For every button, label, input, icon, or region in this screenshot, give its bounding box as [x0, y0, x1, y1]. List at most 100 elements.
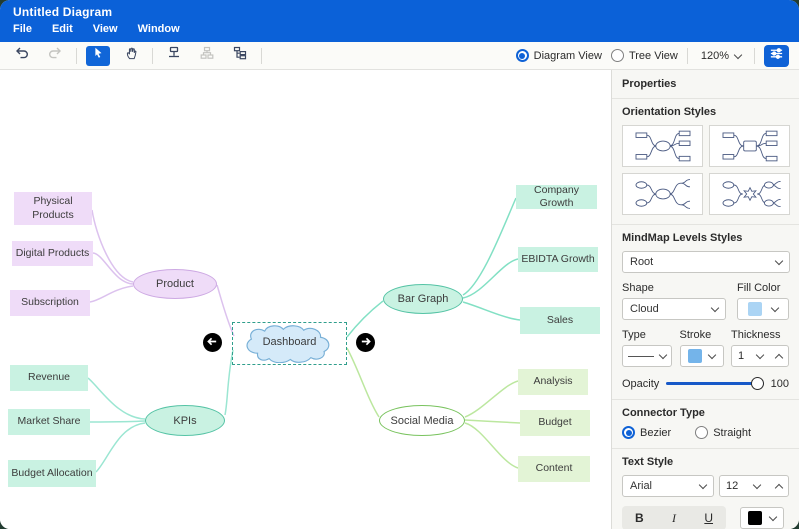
tree-view-label: Tree View: [628, 49, 678, 62]
arrow-left-icon: [207, 334, 218, 352]
topic-icon: [166, 45, 182, 66]
stroke-color-swatch: [687, 349, 702, 363]
cloud-shape[interactable]: [234, 324, 345, 363]
bezier-radio[interactable]: Bezier: [622, 426, 671, 439]
orientation-styles-title: Orientation Styles: [622, 106, 717, 118]
shape-value: Cloud: [630, 303, 659, 315]
thickness-value: 1: [738, 350, 745, 362]
orientation-style-2[interactable]: [709, 125, 790, 167]
add-right-node-button[interactable]: [356, 333, 375, 352]
fill-color-swatch: [748, 302, 762, 316]
zoom-dropdown[interactable]: 120%: [697, 48, 745, 64]
node-sales[interactable]: Sales: [520, 307, 600, 334]
orientation-style-4[interactable]: [709, 173, 790, 215]
toolbar-divider: [686, 47, 688, 64]
mindmap-levels-title: MindMap Levels Styles: [622, 232, 743, 244]
text-style-title: Text Style: [622, 456, 674, 468]
toolbar-divider: [754, 47, 755, 64]
slider-knob[interactable]: [750, 377, 764, 390]
chevron-up-icon: [774, 353, 784, 362]
font-family-select[interactable]: Arial: [622, 475, 714, 497]
undo-button[interactable]: [10, 46, 34, 66]
select-tool-button[interactable]: [86, 45, 110, 66]
settings-sliders-icon: [769, 46, 784, 66]
radio-unselected-icon: [610, 49, 624, 62]
arrow-right-icon: [360, 334, 371, 352]
radio-selected-icon: [622, 426, 635, 439]
node-budget-allocation[interactable]: Budget Allocation: [8, 460, 96, 487]
properties-panel-toggle-button[interactable]: [764, 44, 789, 67]
fill-color-picker[interactable]: [737, 298, 789, 320]
add-left-node-button[interactable]: [203, 333, 222, 352]
text-style-section: Text Style Arial 12 B I U: [612, 449, 799, 529]
chevron-down-icon: [733, 50, 743, 59]
node-product[interactable]: Product: [133, 269, 217, 299]
toolbar-divider: [261, 47, 262, 64]
redo-button[interactable]: [43, 46, 67, 66]
orientation-style-1[interactable]: [622, 125, 703, 167]
menu-bar: File Edit View Window: [0, 19, 799, 35]
toolbar-right-group: Diagram View Tree View 120%: [515, 44, 789, 67]
toolbar-divider: [152, 47, 153, 64]
orientation-style-grid: [622, 125, 790, 215]
level-select[interactable]: Root: [622, 251, 790, 273]
node-bar-graph[interactable]: Bar Graph: [383, 284, 463, 314]
hand-icon: [124, 46, 139, 66]
italic-button[interactable]: I: [672, 510, 676, 525]
node-content[interactable]: Content: [518, 456, 590, 482]
text-format-group: B I U: [622, 506, 726, 529]
node-physical-products[interactable]: Physical Products: [14, 192, 92, 225]
font-size-stepper[interactable]: 12: [719, 475, 789, 497]
bezier-label: Bezier: [640, 426, 672, 439]
orientation-styles-section: Orientation Styles: [612, 99, 799, 225]
thickness-stepper[interactable]: 1: [731, 345, 789, 367]
straight-radio[interactable]: Straight: [695, 426, 751, 439]
font-color-picker[interactable]: [740, 507, 784, 529]
title-bar: Untitled Diagram File Edit View Window: [0, 0, 799, 42]
shape-select[interactable]: Cloud: [622, 298, 726, 320]
opacity-value: 100: [770, 377, 789, 390]
node-social-media[interactable]: Social Media: [379, 405, 465, 436]
chevron-down-icon: [774, 256, 784, 266]
orientation-style-3[interactable]: [622, 173, 703, 215]
menu-view[interactable]: View: [92, 23, 118, 35]
org-chart-icon: [199, 45, 215, 66]
node-dashboard-label: Dashboard: [262, 336, 317, 348]
node-market-share[interactable]: Market Share: [8, 409, 90, 435]
properties-panel: Properties Orientation Styles: [611, 70, 799, 529]
node-company-growth[interactable]: Company Growth: [516, 184, 597, 209]
diagram-view-radio[interactable]: Diagram View: [515, 49, 602, 62]
node-budget[interactable]: Budget: [520, 410, 590, 436]
pan-tool-button[interactable]: [119, 46, 143, 66]
node-kpis[interactable]: KPIs: [145, 405, 225, 436]
connector-type-section: Connector Type Bezier Straight: [612, 400, 799, 449]
node-ebidta-growth[interactable]: EBIDTA Growth: [518, 247, 598, 272]
menu-window[interactable]: Window: [137, 23, 180, 35]
chevron-down-icon: [752, 480, 762, 490]
line-type-select[interactable]: [622, 345, 672, 367]
underline-button[interactable]: U: [704, 511, 714, 525]
fill-color-label: Fill Color: [737, 282, 781, 294]
node-subscription[interactable]: Subscription: [10, 290, 90, 316]
straight-label: Straight: [713, 426, 752, 439]
node-revenue[interactable]: Revenue: [10, 365, 88, 391]
node-digital-products[interactable]: Digital Products: [12, 241, 93, 266]
add-topic-button[interactable]: [162, 46, 186, 66]
stroke-color-picker[interactable]: [679, 345, 724, 367]
solid-line-icon: [628, 355, 654, 357]
diagram-canvas[interactable]: Physical Products Digital Products Subsc…: [0, 70, 611, 529]
tree-view-radio[interactable]: Tree View: [610, 49, 678, 62]
node-analysis[interactable]: Analysis: [518, 369, 588, 395]
layout-tree-button[interactable]: [195, 46, 219, 66]
bold-button[interactable]: B: [635, 511, 644, 525]
chevron-down-icon: [710, 303, 720, 313]
menu-edit[interactable]: Edit: [51, 23, 73, 35]
radio-unselected-icon: [695, 426, 709, 439]
slider-track: [666, 382, 764, 385]
redo-icon: [47, 45, 63, 66]
shape-opacity-slider[interactable]: [666, 377, 764, 390]
chevron-down-icon: [768, 512, 777, 522]
properties-title: Properties: [612, 70, 799, 99]
layout-mindmap-button[interactable]: [228, 46, 252, 66]
menu-file[interactable]: File: [13, 23, 32, 35]
